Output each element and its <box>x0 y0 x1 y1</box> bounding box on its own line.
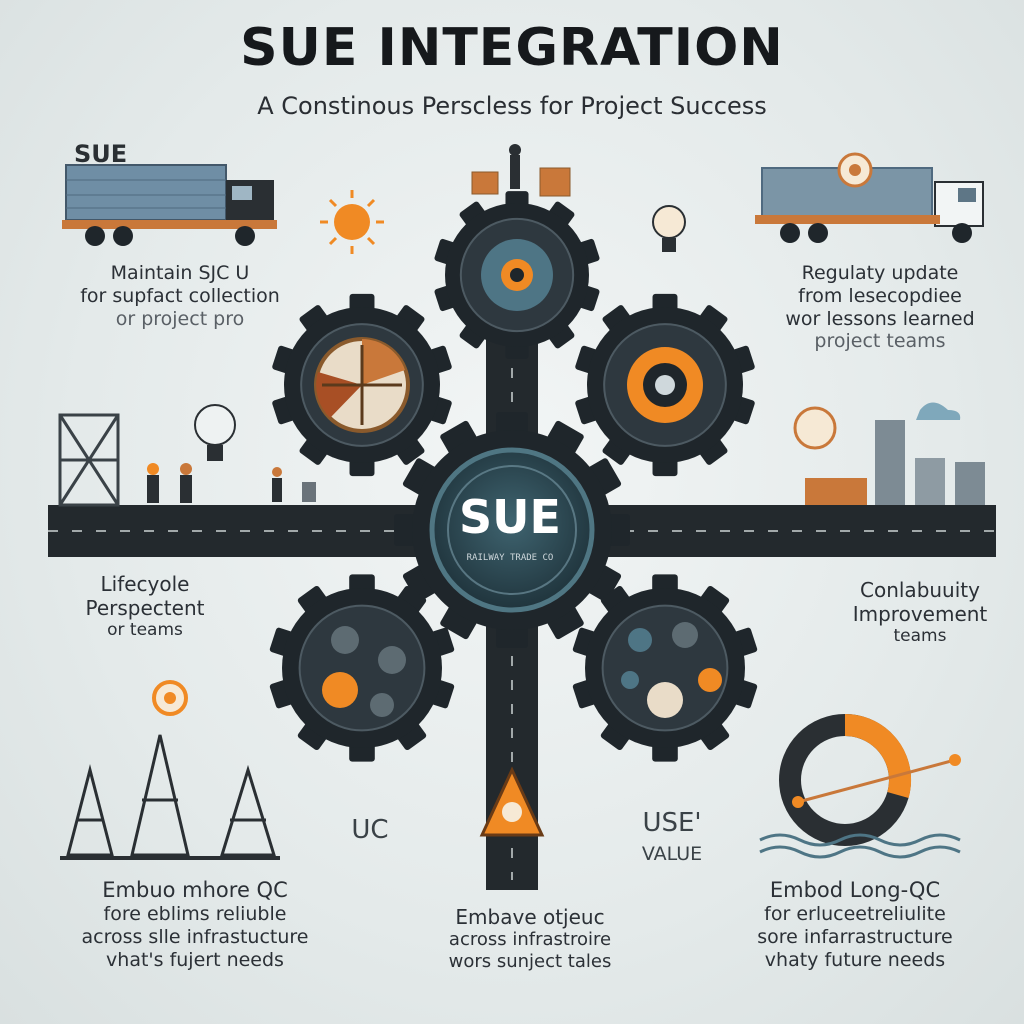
block-line: for supfact collection <box>80 284 280 307</box>
block-line: across infrastroire <box>448 929 612 950</box>
block-line: from lesecopdiee <box>798 284 962 307</box>
value-label: VALUE <box>641 843 703 865</box>
text-block-top-left: Maintain SJC U for supfact collection or… <box>40 262 320 330</box>
block-line: Embuo mhore QC <box>102 878 288 902</box>
center-sue-sublabel: RAILWAY TRADE CO <box>466 553 554 563</box>
block-line: vhaty future needs <box>764 948 946 971</box>
tower-left <box>58 413 120 507</box>
sun-icon <box>320 190 384 254</box>
page-title: SUE INTEGRATION <box>240 18 784 78</box>
derricks-left <box>60 734 280 860</box>
gear-upper-right-art <box>627 347 703 423</box>
text-block-bottom-center: Embave otjeuc across infrastroire wors s… <box>385 905 675 972</box>
gear-lower-left <box>269 574 455 762</box>
center-sue-label: SUE <box>459 490 561 544</box>
block-line: or teams <box>107 620 183 640</box>
lightbulb-icon <box>652 205 686 252</box>
text-block-mid-right: Conlabuuity Improvement teams <box>820 578 1020 646</box>
flame-icon <box>152 680 188 716</box>
text-block-bottom-left: Embuo mhore QC fore eblims reliuble acro… <box>30 878 360 972</box>
block-line: across slle infrastucture <box>81 925 309 948</box>
block-line: for erluceetreliulite <box>764 903 946 926</box>
uc-label: UC <box>351 815 389 845</box>
gear-upper-left-art <box>314 337 410 433</box>
gear-lower-right <box>572 574 758 762</box>
block-line: Improvement <box>852 602 988 626</box>
gear-top-art <box>481 239 553 311</box>
block-line: vhat's fujert needs <box>106 948 284 971</box>
truck-badge: SUE <box>74 140 128 168</box>
block-line: sore infarrastructure <box>757 925 953 948</box>
block-line: Conlabuuity <box>860 578 980 602</box>
block-line: fore eblims reliuble <box>103 903 287 926</box>
block-line: wors sunject tales <box>448 950 612 972</box>
block-line: teams <box>893 626 947 646</box>
block-line: or project pro <box>115 307 245 330</box>
truck-left <box>62 164 277 246</box>
city-right <box>793 402 985 505</box>
block-line: Embod Long-QC <box>769 878 941 902</box>
gear-lower-right-art <box>621 622 722 718</box>
block-line: Maintain SJC U <box>110 262 250 284</box>
text-block-mid-left: Lifecyole Perspectent or teams <box>40 572 250 640</box>
block-line: wor lessons learned <box>785 307 975 330</box>
block-line: Perspectent <box>85 596 205 620</box>
block-line: Regulaty update <box>801 262 959 284</box>
workers-left <box>147 463 316 503</box>
donut-graphic <box>759 713 961 859</box>
page-subtitle: A Constinous Perscless for Project Succe… <box>257 92 767 120</box>
center-gear-face <box>429 447 595 613</box>
text-block-bottom-right: Embod Long-QC for erluceetreliulite sore… <box>690 878 1020 972</box>
bottom-marker <box>479 766 545 837</box>
truck-right <box>755 152 984 243</box>
text-block-top-right: Regulaty update from lesecopdiee wor les… <box>740 262 1020 353</box>
block-line: Lifecyole <box>100 572 190 596</box>
use-label: USE' <box>642 808 702 838</box>
workers-top <box>471 144 571 197</box>
block-line: Embave otjeuc <box>455 905 605 929</box>
gear-lower-left-art <box>322 626 406 717</box>
lightbulb-icon-left <box>194 404 236 461</box>
block-line: project teams <box>814 330 946 353</box>
